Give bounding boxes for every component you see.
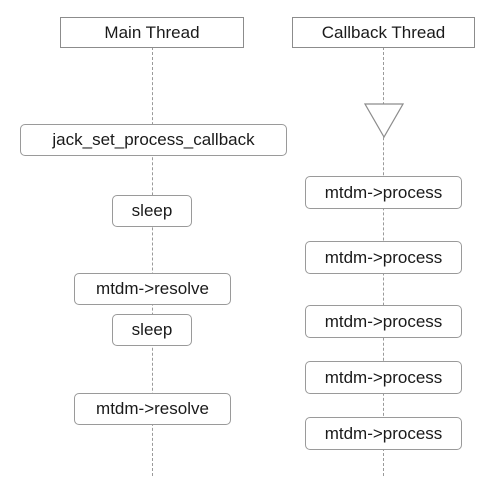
callback-step-label: mtdm->process — [324, 182, 443, 202]
triangle-down-icon — [364, 103, 404, 139]
callback-step-label: mtdm->process — [324, 367, 443, 387]
callback-step-mtdm-process: mtdm->process — [305, 176, 462, 209]
main-step-jack-set-process-callback: jack_set_process_callback — [20, 124, 287, 156]
main-step-label: mtdm->resolve — [96, 399, 209, 418]
main-thread-lifeline — [152, 47, 153, 476]
callback-thread-header: Callback Thread — [292, 17, 475, 48]
callback-thread-header-label: Callback Thread — [321, 22, 446, 42]
main-step-mtdm-resolve: mtdm->resolve — [74, 393, 231, 425]
main-step-label: sleep — [131, 201, 173, 220]
callback-step-label: mtdm->process — [324, 247, 443, 267]
callback-step-mtdm-process: mtdm->process — [305, 361, 462, 394]
callback-step-mtdm-process: mtdm->process — [305, 241, 462, 274]
callback-step-label: mtdm->process — [324, 311, 443, 331]
main-thread-header-label: Main Thread — [104, 22, 200, 42]
main-step-mtdm-resolve: mtdm->resolve — [74, 273, 231, 305]
main-step-label: mtdm->resolve — [96, 279, 209, 298]
main-step-label: sleep — [131, 320, 173, 339]
callback-step-label: mtdm->process — [324, 423, 443, 443]
main-thread-header: Main Thread — [60, 17, 244, 48]
main-step-label: jack_set_process_callback — [52, 130, 255, 149]
callback-step-mtdm-process: mtdm->process — [305, 305, 462, 338]
callback-step-mtdm-process: mtdm->process — [305, 417, 462, 450]
main-step-sleep: sleep — [112, 314, 192, 346]
main-step-sleep: sleep — [112, 195, 192, 227]
